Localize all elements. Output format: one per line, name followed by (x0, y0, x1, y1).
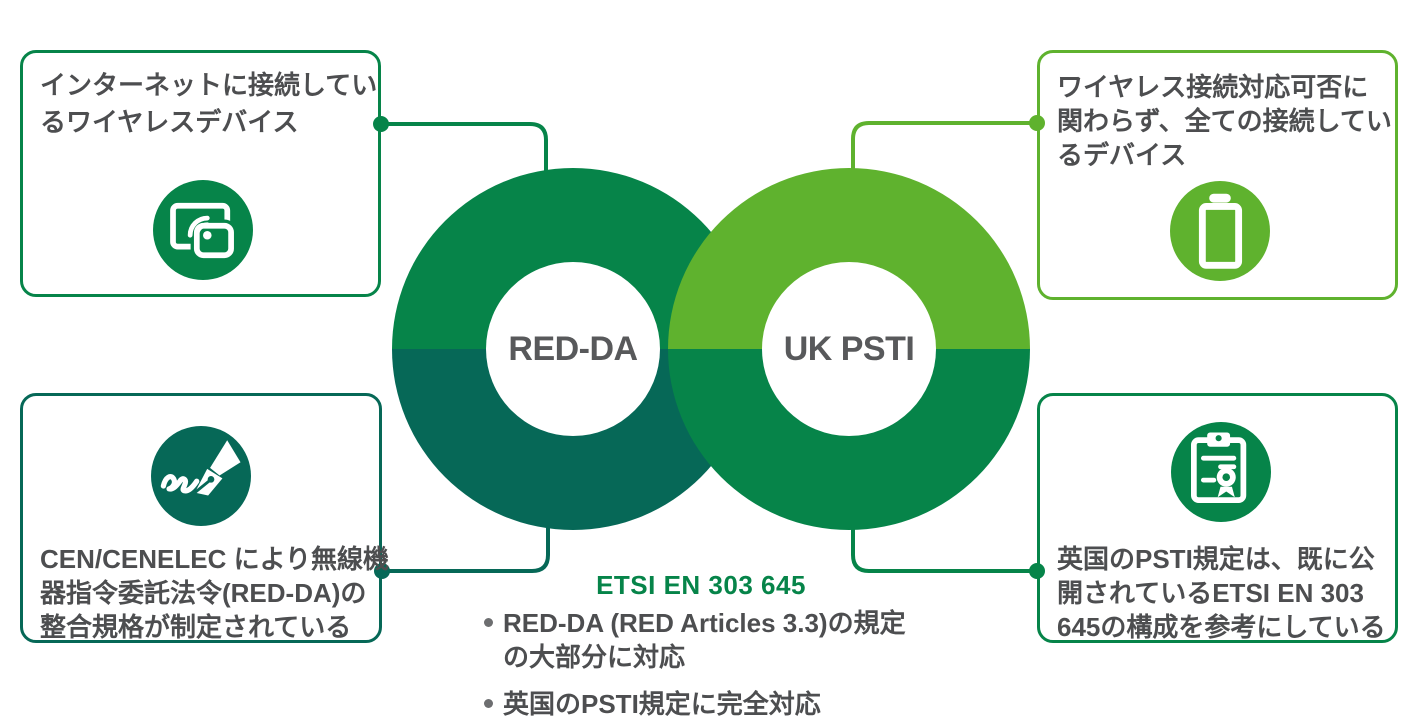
card-all-connected-devices: ワイヤレス接続対応可否に 関わらず、全ての接続してい るデバイス (1037, 50, 1398, 300)
connector-top-right (851, 121, 1037, 180)
connector-top-left (381, 122, 548, 180)
connector-bottom-left (382, 518, 550, 573)
card-internet-wireless-devices: インターネットに接続してい るワイヤレスデバイス (20, 50, 381, 297)
card-text: CEN/CENELEC により無線機 器指令委託法令(RED-DA)の 整合規格… (40, 542, 390, 644)
bullet-dot-icon (484, 699, 493, 708)
card-text-line: 整合規格が制定されている (40, 612, 352, 642)
card-cen-cenelec: CEN/CENELEC により無線機 器指令委託法令(RED-DA)の 整合規格… (20, 393, 390, 644)
card-text-line: CEN/CENELEC により無線機 (40, 544, 390, 574)
certificate-clipboard-icon (1171, 422, 1271, 522)
connector-dot-bottom-left (374, 563, 390, 579)
card-text: ワイヤレス接続対応可否に 関わらず、全ての接続してい るデバイス (1057, 70, 1392, 172)
card-text-line: るデバイス (1057, 140, 1187, 170)
uk-psti-circle-bottom-half (668, 349, 1030, 530)
smartphone-icon (1170, 181, 1270, 281)
red-da-circle-top-half (392, 168, 754, 349)
uk-psti-label: UK PSTI (783, 330, 915, 368)
card-text-line: ワイヤレス接続対応可否に (1057, 72, 1369, 102)
etsi-bullet-list: RED-DA (RED Articles 3.3)の規定 の大部分に対応 英国の… (484, 606, 1104, 721)
bullet-dot-icon (484, 618, 493, 627)
wireless-display-icon (153, 180, 253, 280)
card-text-line: インターネットに接続してい (40, 70, 378, 100)
connector-bottom-right (851, 518, 1037, 573)
bullet-text: RED-DA (RED Articles 3.3)の規定 の大部分に対応 (503, 608, 906, 672)
uk-psti-label-disc (762, 262, 936, 436)
bullet-text: 英国のPSTI規定に完全対応 (503, 689, 821, 719)
list-item: 英国のPSTI規定に完全対応 (484, 687, 1104, 721)
card-text: インターネットに接続してい るワイヤレスデバイス (40, 67, 378, 141)
etsi-heading: ETSI EN 303 645 (596, 570, 806, 600)
card-text-line: 器指令委託法令(RED-DA)の (40, 578, 367, 608)
card-text-line: るワイヤレスデバイス (40, 107, 299, 137)
red-da-circle-bottom-half (392, 349, 754, 530)
card-text-line: 関わらず、全ての接続してい (1057, 106, 1392, 136)
card-text-line: 開されているETSI EN 303 (1057, 578, 1364, 608)
card-text-line: 645の構成を参考にしている (1057, 612, 1386, 642)
connector-dot-top-left (373, 116, 389, 132)
pen-signature-icon (151, 426, 251, 526)
list-item: RED-DA (RED Articles 3.3)の規定 の大部分に対応 (484, 606, 1104, 674)
uk-psti-circle-top-half (668, 168, 1030, 349)
red-da-label-disc (486, 262, 660, 436)
card-text-line: 英国のPSTI規定は、既に公 (1057, 544, 1375, 574)
card-text: 英国のPSTI規定は、既に公 開されているETSI EN 303 645の構成を… (1057, 542, 1387, 644)
card-psti-etsi-reference: 英国のPSTI規定は、既に公 開されているETSI EN 303 645の構成を… (1037, 393, 1398, 643)
red-da-label: RED-DA (508, 330, 638, 368)
